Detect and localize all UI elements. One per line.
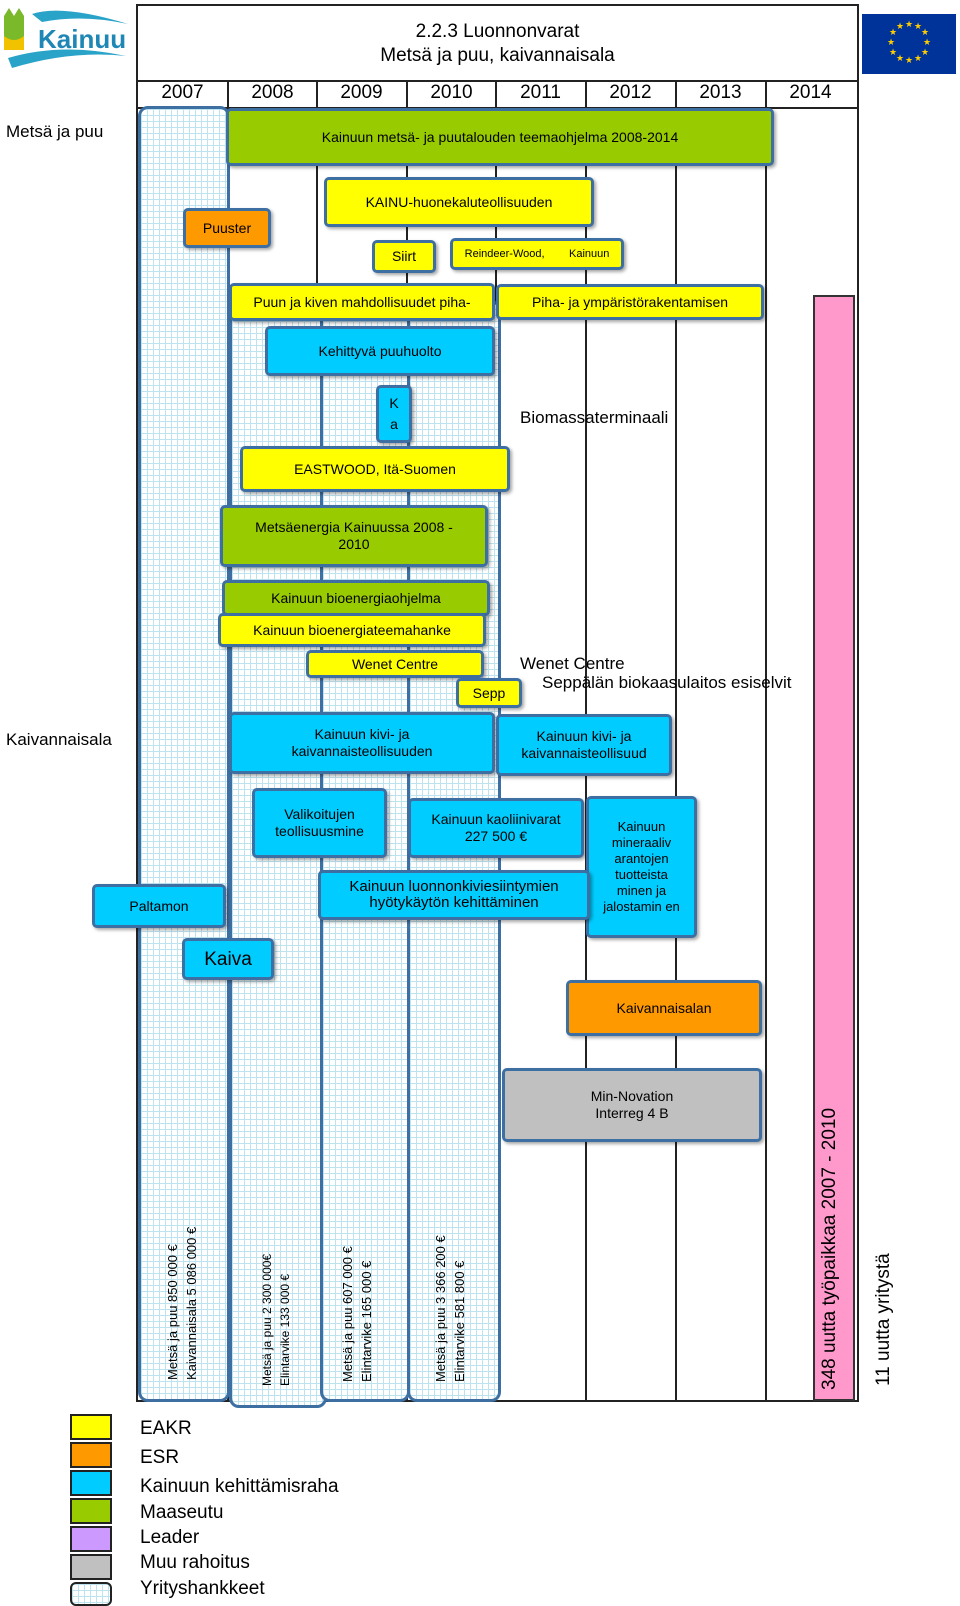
project-teemaohjelma: Kainuun metsä- ja puutalouden teemaohjel… xyxy=(226,108,774,166)
project-siirt: Siirt xyxy=(372,240,436,273)
svg-text:★: ★ xyxy=(889,28,897,38)
eu-flag-icon: ★★★★ ★★★★ ★★★★ xyxy=(862,14,956,74)
project-piha: Piha- ja ympäristörakentamisen xyxy=(496,284,764,320)
column-2008-total-1: Metsä ja puu 2 300 000€ xyxy=(260,1253,274,1386)
svg-text:★: ★ xyxy=(923,38,931,48)
column-2009-total-1: Metsä ja puu 607 000 € xyxy=(340,1246,355,1382)
year-2011: 2011 xyxy=(520,82,561,103)
legend-swatch-maaseutu xyxy=(70,1498,112,1524)
legend-label-kehittamisraha: Kainuun kehittämisraha xyxy=(140,1476,339,1497)
project-paltamon: Paltamon xyxy=(92,884,226,928)
project-puun-kiven: Puun ja kiven mahdollisuudet piha- xyxy=(229,283,495,321)
column-2007-total-2: Kaivannaisala 5 086 000 € xyxy=(184,1226,199,1380)
jobs-bar xyxy=(813,295,855,1401)
project-sepp: Sepp xyxy=(456,678,522,708)
project-wenet-text: Wenet Centre xyxy=(520,654,625,673)
svg-text:★: ★ xyxy=(896,54,904,64)
project-kaiva: Kaiva xyxy=(182,938,274,980)
year-2007: 2007 xyxy=(161,82,204,103)
legend-swatch-eakr xyxy=(70,1414,112,1440)
legend-label-eakr: EAKR xyxy=(140,1418,192,1439)
project-kainu: KAINU-huonekaluteollisuuden xyxy=(324,177,594,227)
project-valikoitujen: Valikoitujen teollisuusmine xyxy=(252,788,387,858)
project-kivi-1: Kainuun kivi- ja kaivannaisteollisuuden xyxy=(229,712,495,774)
column-2010-total-2: Elintarvike 581 800 € xyxy=(452,1260,467,1382)
row-label-forest: Metsä ja puu xyxy=(6,122,104,141)
column-2009-total-2: Elintarvike 165 000 € xyxy=(359,1260,374,1382)
svg-text:★: ★ xyxy=(921,28,929,38)
project-puuster: Puuster xyxy=(183,208,271,248)
project-kaivannaisalan: Kaivannaisalan xyxy=(566,980,762,1036)
project-biomassa: Biomassaterminaali xyxy=(520,408,669,427)
legend-label-yrityshankkeet: Yrityshankkeet xyxy=(140,1578,265,1599)
svg-text:★: ★ xyxy=(905,20,913,30)
project-ka: K a xyxy=(376,385,412,443)
project-kaoliini: Kainuun kaoliinivarat 227 500 € xyxy=(408,798,584,858)
project-minnovation: Min-Novation Interreg 4 B xyxy=(502,1068,762,1142)
project-eastwood: EASTWOOD, Itä-Suomen xyxy=(240,446,510,492)
project-kivi-2: Kainuun kivi- ja kaivannaisteollisuud xyxy=(496,714,672,776)
logo-text: Kainuu xyxy=(38,24,127,54)
legend-swatch-muu xyxy=(70,1554,112,1580)
year-divider xyxy=(675,80,677,1400)
project-kehittyva: Kehittyvä puuhuolto xyxy=(265,326,495,376)
svg-text:★: ★ xyxy=(887,38,895,48)
svg-text:★: ★ xyxy=(914,54,922,64)
jobs-text: 348 uutta työpaikkaa 2007 - 2010 xyxy=(819,1107,840,1390)
companies-text: 11 uutta yritystä xyxy=(873,1253,894,1386)
row-label-mining: Kaivannaisala xyxy=(6,730,112,749)
year-divider xyxy=(765,80,767,1400)
project-luonnonkivi: Kainuun luonnonkiviesiintymien hyötykäyt… xyxy=(318,870,590,920)
legend-label-leader: Leader xyxy=(140,1527,200,1548)
year-2012: 2012 xyxy=(609,82,652,103)
project-seppala: Seppälän biokaasulaitos esiselvit xyxy=(542,673,792,692)
legend-label-maaseutu: Maaseutu xyxy=(140,1502,224,1523)
legend-label-muu: Muu rahoitus xyxy=(140,1552,250,1573)
svg-text:★: ★ xyxy=(921,48,929,58)
project-mineraali: Kainuun mineraaliv arantojen tuotteista … xyxy=(586,796,697,938)
project-reindeer: Reindeer-Wood, Kainuun xyxy=(450,238,624,270)
legend-swatch-esr xyxy=(70,1442,112,1468)
column-2007-total-1: Metsä ja puu 850 000 € xyxy=(165,1244,180,1380)
svg-text:★: ★ xyxy=(914,22,922,32)
project-bioenergiaohjelma: Kainuun bioenergiaohjelma xyxy=(222,580,490,616)
title-box: 2.2.3 Luonnonvarat Metsä ja puu, kaivann… xyxy=(136,4,859,81)
year-2009: 2009 xyxy=(340,82,383,103)
timeline-grid xyxy=(136,80,859,1402)
svg-text:★: ★ xyxy=(905,56,913,66)
year-2014: 2014 xyxy=(789,82,832,103)
legend-label-esr: ESR xyxy=(140,1447,180,1468)
title-line-2: Metsä ja puu, kaivannaisala xyxy=(380,45,615,66)
project-wenet-box: Wenet Centre xyxy=(306,650,484,678)
svg-text:★: ★ xyxy=(896,22,904,32)
kainuu-logo: Kainuu xyxy=(2,6,130,70)
year-2008: 2008 xyxy=(251,82,294,103)
column-2010-total-1: Metsä ja puu 3 366 200 € xyxy=(433,1235,448,1382)
year-2013: 2013 xyxy=(699,82,742,103)
svg-text:★: ★ xyxy=(889,48,897,58)
project-bioenergiateema: Kainuun bioenergiateemahanke xyxy=(218,613,486,647)
company-column-2007 xyxy=(138,106,230,1402)
column-2008-total-2: Elintarvike 133 000 € xyxy=(278,1273,292,1386)
title-line-1: 2.2.3 Luonnonvarat xyxy=(415,21,580,42)
project-metsaenergia: Metsäenergia Kainuussa 2008 - 2010 xyxy=(220,505,488,567)
legend-swatch-yrityshankkeet xyxy=(70,1582,112,1606)
year-2010: 2010 xyxy=(430,82,473,103)
legend-swatch-kehittamisraha xyxy=(70,1470,112,1496)
legend-swatch-leader xyxy=(70,1526,112,1552)
